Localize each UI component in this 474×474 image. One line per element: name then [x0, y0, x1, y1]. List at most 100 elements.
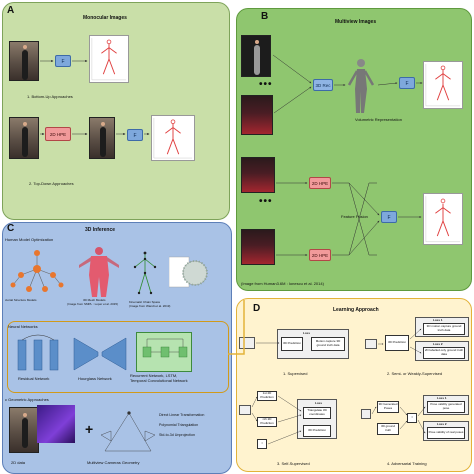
- skeleton-3d-plot: [423, 193, 463, 245]
- monocular-photo: [9, 117, 39, 159]
- mocap-box: 3D motion capture ground truth data: [423, 323, 465, 335]
- skeleton-3d-plot: [423, 61, 463, 109]
- caption-semi-supervised: 2. Semi- or Weakly-Supervised: [387, 371, 443, 376]
- loss-label: Loss: [303, 331, 311, 335]
- person-figure: [100, 122, 106, 157]
- ground-truth-box: 3D ground truth: [377, 423, 399, 435]
- pictorial-structure-graph: [7, 245, 67, 297]
- pose-2d-photo: [89, 117, 115, 159]
- input-i-box: I: [407, 413, 417, 423]
- input-image-icon: [361, 409, 371, 419]
- multiview-geometry-diagram: [99, 405, 157, 459]
- dlt-label: Direct Linear Transformation: [159, 413, 205, 417]
- section-label-geo: c Geometric Approaches: [5, 397, 49, 402]
- image-credit: (Image from Human3.6M : Ionescu et al. 2…: [241, 281, 324, 286]
- validity-real-box: Pose validity of real poses: [427, 427, 465, 439]
- panel-title: 3D Inference: [85, 227, 116, 233]
- mesh-caption: 3D Mesh Models: [83, 298, 106, 302]
- residual-network-label: Residual Network: [18, 376, 50, 381]
- mesh-model-figure: [77, 245, 121, 299]
- section-label-nn: Neural Networks: [8, 324, 38, 329]
- rec-3d-box: 3D Rec: [313, 79, 333, 91]
- f-box: F: [127, 129, 143, 141]
- loss-two-label: Loss 2: [437, 422, 447, 426]
- pictorial-caption: ctorial Structure Models: [5, 298, 37, 302]
- multiview-photo: [241, 229, 275, 265]
- multiview-photo: [241, 95, 273, 135]
- loss-one-label: Loss 1: [437, 396, 447, 400]
- hpe-box: 2D HPE: [309, 249, 331, 261]
- loss-label: Loss: [315, 401, 323, 405]
- heatmap-image: [37, 405, 75, 443]
- feature-fusion-label: Feature Fusion: [341, 214, 368, 219]
- ellipsis-icon: •••: [259, 196, 273, 207]
- panel-letter: B: [261, 11, 269, 22]
- multiview-photo: [241, 35, 271, 77]
- panel-title: Learning Approach: [333, 307, 379, 313]
- kinematic-caption: Kinematic Chain Space: [129, 300, 161, 304]
- input-image-icon: [239, 405, 251, 415]
- loss-one-label: Loss 1: [433, 318, 443, 322]
- panel-letter: C: [7, 223, 15, 234]
- f-box: F: [55, 55, 71, 67]
- neural-networks-box: Neural Networks Residual Network Hourgla…: [7, 321, 229, 393]
- caption-adversarial: 4. Adversarial Training: [387, 461, 427, 466]
- person-figure: [22, 413, 28, 448]
- validity-generated-box: Pose validity generated pose: [427, 401, 465, 413]
- skeleton-3d-plot: [151, 115, 195, 161]
- triangulate-box: Triangulate 3D coordinates: [303, 407, 331, 419]
- panel-learning-approach: D Learning Approach Loss 3D Prediction M…: [236, 298, 472, 472]
- panel-multiview: B Multiview Images ••• 3D Rec F Volumetr…: [236, 8, 472, 291]
- panel-title: Multiview Images: [335, 19, 377, 25]
- input-image-icon: [365, 339, 377, 349]
- kinematic-credit: (Image from Wandt et al. 2019): [129, 304, 171, 308]
- panel-b-arrows: [272, 54, 423, 256]
- f-box: F: [399, 77, 415, 89]
- person-figure: [22, 122, 28, 157]
- input-i-box: I: [257, 439, 267, 449]
- caption-supervised: 1. Supervised: [283, 371, 308, 376]
- polynomial-label: Polynomial Triangulation: [159, 423, 199, 427]
- generated-poses-box: 3D Generated Poses: [377, 401, 399, 413]
- first-2d-prediction: 1st 2D Prediction: [257, 391, 277, 401]
- kinematic-space-sphere: [168, 255, 209, 291]
- panel-letter: D: [253, 303, 261, 314]
- residual-network-diagram: [12, 334, 64, 374]
- section-label-hmo: Human Model Optimization: [5, 237, 54, 242]
- recurrent-network-label: Recurrent Network, LSTM,: [130, 373, 178, 378]
- prediction-box: 3D Prediction: [281, 337, 303, 351]
- prediction-box: 3D Prediction: [385, 335, 409, 351]
- plus-sign: +: [85, 421, 94, 437]
- panel-monocular: A Monocular Images F 1. Bottom-Up Approa…: [2, 2, 230, 220]
- geometric-photo: [9, 407, 39, 453]
- unprojection-label: Std-to-3d Unprojection: [159, 433, 195, 437]
- labelled-2d-box: 2D labelled only ground truth data: [423, 347, 465, 359]
- multiview-geometry-label: Multiview Cameras Geometry: [87, 460, 140, 465]
- caption-bottom-up: 1. Bottom-Up Approaches: [27, 94, 73, 99]
- volumetric-figure: [345, 57, 377, 115]
- recurrent-network-diagram: [136, 332, 192, 372]
- loss-two-label: Loss 2: [433, 342, 443, 346]
- hpe-box: 2D HPE: [309, 177, 331, 189]
- ellipsis-icon: •••: [259, 79, 273, 90]
- caption-self-supervised: 3. Self-Supervised: [277, 461, 310, 466]
- caption-top-down: 2. Top-Down Approaches: [29, 181, 74, 186]
- panel-title: Monocular Images: [83, 15, 127, 21]
- panel-letter: A: [7, 5, 15, 16]
- kinematic-chain-figure: [123, 247, 167, 301]
- monocular-photo: [9, 41, 39, 81]
- volumetric-caption: Volumetric Representation: [355, 117, 402, 122]
- data-2d-label: 2D data: [11, 460, 26, 465]
- hpe-box: 2D HPE: [45, 127, 71, 141]
- person-figure: [254, 40, 260, 75]
- panel-a-arrows: [40, 59, 150, 136]
- f-box: F: [381, 211, 397, 223]
- skeleton-3d-plot: [89, 35, 129, 83]
- nth-2d-prediction: nth 2D Prediction: [257, 417, 277, 427]
- mocap-box: Motion capture 3D ground truth data: [311, 337, 345, 351]
- temporal-network-label: Temporal Convolutional Network: [130, 378, 188, 383]
- person-figure: [22, 45, 28, 80]
- mesh-credit: (Image from SMPL : Loper et al. 2015): [67, 302, 119, 306]
- hourglass-network-diagram: [70, 336, 130, 372]
- prediction-box: 3D Prediction: [303, 425, 331, 437]
